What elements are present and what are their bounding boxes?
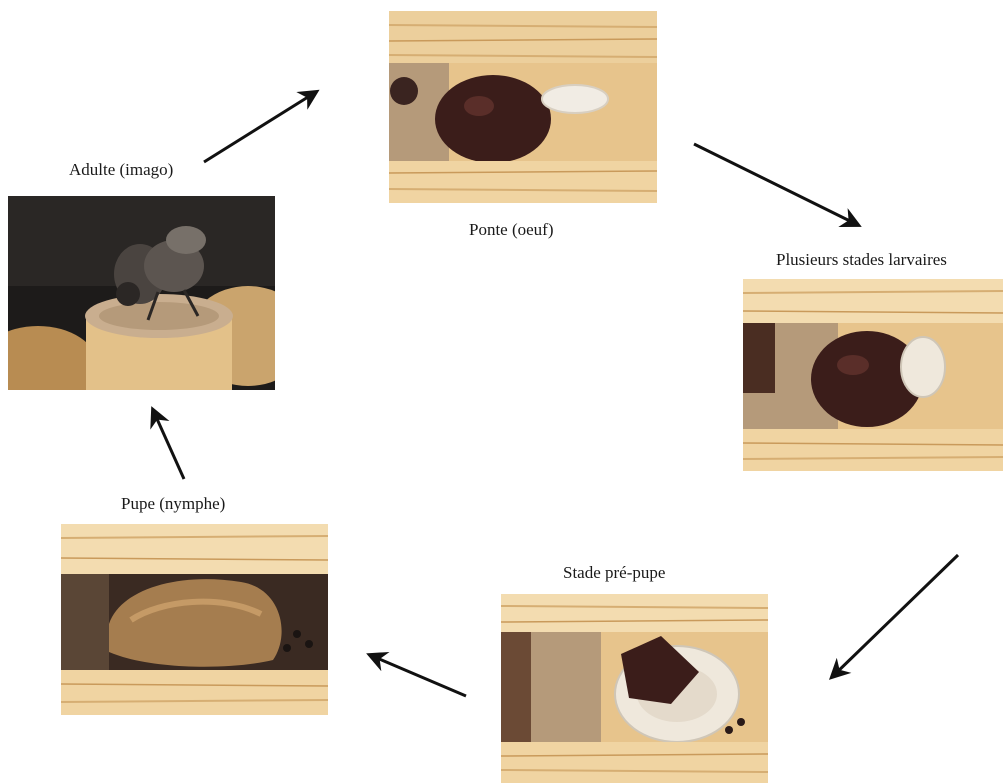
arrow-pupe-to-adulte <box>153 410 184 479</box>
arrow-ponte-to-larves <box>694 144 858 225</box>
arrow-larves-to-prepupe <box>832 555 958 677</box>
arrow-adulte-to-ponte <box>204 92 316 162</box>
arrow-prepupe-to-pupe <box>370 655 466 696</box>
